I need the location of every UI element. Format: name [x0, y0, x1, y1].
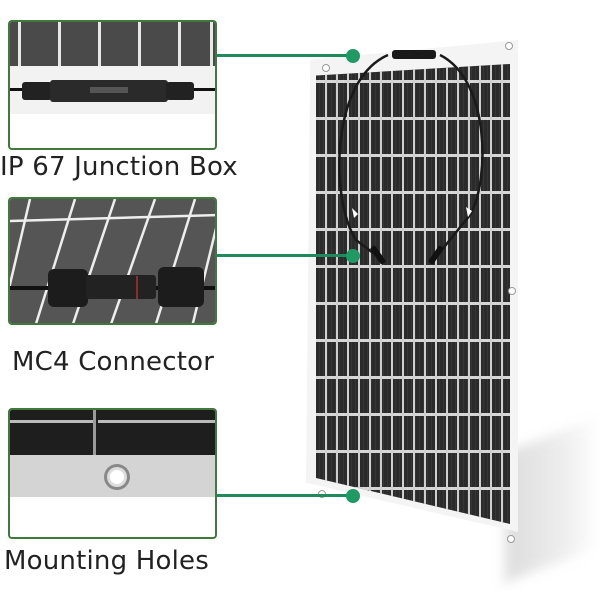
mounting-hole-icon	[505, 42, 513, 50]
mounting-holes-leader-line	[217, 494, 352, 497]
junction-box-leader-line	[217, 54, 352, 57]
junction-box-inset	[8, 20, 217, 150]
mounting-holes-photo	[10, 410, 215, 497]
mc4-connector-photo	[10, 199, 215, 323]
junction-box-marker-icon	[346, 49, 360, 63]
mc4-connector-marker-icon	[346, 249, 360, 263]
mounting-holes-marker-icon	[346, 489, 360, 503]
junction-box-photo	[10, 22, 215, 114]
mounting-hole-icon	[508, 287, 516, 295]
mc4-connector-label: MC4 Connector	[12, 347, 215, 377]
mc4-connector-leader-line	[217, 254, 352, 257]
panel-frame	[306, 40, 518, 532]
panel-cells	[316, 64, 510, 524]
mc4-connector-inset	[8, 197, 217, 325]
mounting-holes-label: Mounting Holes	[4, 546, 209, 576]
panel-shadow	[505, 417, 600, 583]
mounting-hole-icon	[507, 535, 515, 543]
junction-box-label: IP 67 Junction Box	[0, 152, 238, 182]
mounting-holes-inset	[8, 408, 217, 539]
mounting-hole-icon	[322, 64, 330, 72]
